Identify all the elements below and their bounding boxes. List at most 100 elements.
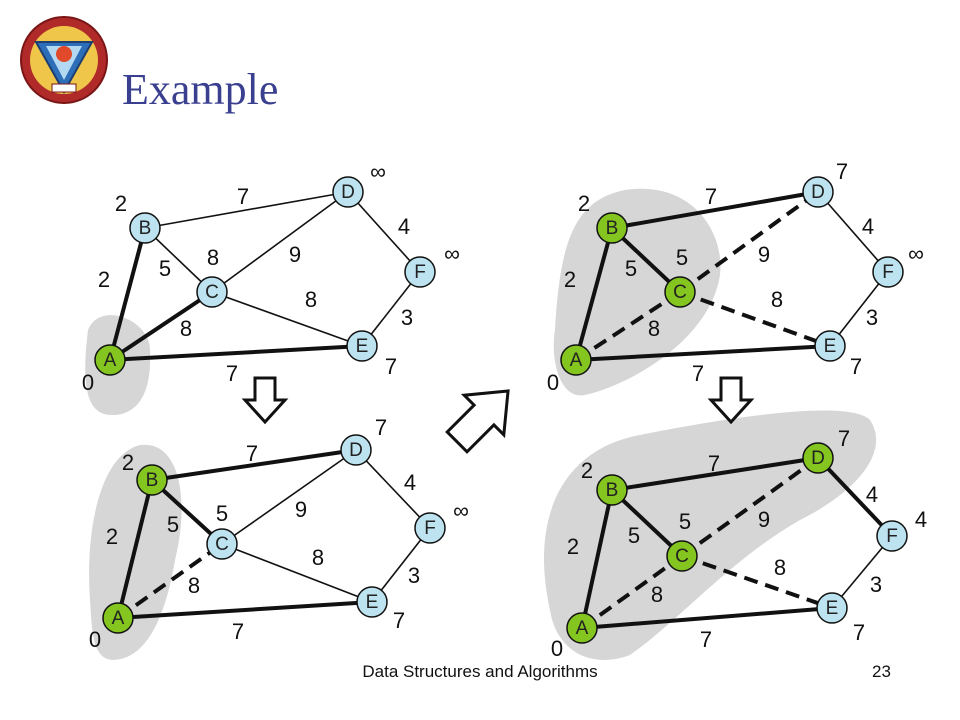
edge-weight-bc: 5: [159, 256, 171, 281]
node-d: D: [340, 434, 372, 466]
node-label: B: [606, 218, 619, 239]
edge-weight-ac: 8: [180, 316, 192, 341]
node-label: B: [606, 480, 619, 501]
edge-b-c: [150, 478, 224, 546]
node-a: A: [566, 612, 598, 644]
node-label: A: [104, 350, 117, 371]
node-label: A: [576, 618, 589, 639]
distance-a: 0: [82, 370, 94, 395]
node-label: E: [366, 592, 379, 613]
edge-b-d: [144, 191, 349, 229]
distance-a: 0: [89, 627, 101, 652]
edge-weight-ef: 3: [866, 305, 878, 330]
edge-b-d: [611, 456, 819, 492]
edge-b-c: [610, 488, 684, 558]
edge-weight-ce: 8: [771, 287, 783, 312]
distance-c: 5: [216, 501, 228, 526]
edge-weight-ab: 2: [567, 534, 579, 559]
edge-a-b: [580, 489, 614, 629]
down-arrow-icon: [241, 376, 289, 425]
footer-text: Data Structures and Algorithms: [362, 662, 598, 681]
distance-b: 2: [115, 191, 127, 216]
distance-b: 2: [578, 191, 590, 216]
distance-b: 2: [581, 458, 593, 483]
selected-region: [553, 188, 721, 396]
node-c: C: [206, 528, 238, 560]
edge-weight-bd: 7: [246, 441, 258, 466]
distance-e: 7: [393, 608, 405, 633]
node-a: A: [560, 344, 592, 376]
distance-a: 0: [551, 636, 563, 661]
node-c: C: [666, 540, 698, 572]
node-label: A: [112, 608, 125, 629]
distance-e: 7: [853, 620, 865, 645]
node-label: C: [205, 282, 219, 303]
node-c: C: [196, 276, 228, 308]
edge-a-b: [116, 479, 154, 619]
edge-weight-bc: 5: [625, 256, 637, 281]
page-number: 23: [872, 662, 891, 681]
edge-weight-cd: 9: [289, 242, 301, 267]
down-arrow-icon: [707, 376, 755, 425]
distance-f: ∞: [444, 241, 460, 266]
distance-f: ∞: [453, 498, 469, 523]
edge-weight-cd: 9: [758, 242, 770, 267]
distance-b: 2: [122, 450, 134, 475]
distance-a: 0: [547, 370, 559, 395]
node-f: F: [876, 520, 908, 552]
edge-weight-df: 4: [862, 214, 874, 239]
edge-weight-bc: 5: [167, 512, 179, 537]
edge-a-e: [575, 344, 831, 362]
node-label: C: [673, 282, 687, 303]
edge-b-d: [611, 190, 819, 230]
node-b: B: [129, 212, 161, 244]
slide-title: Example: [122, 65, 279, 114]
edge-d-f: [817, 191, 889, 273]
edge-c-e: [211, 291, 363, 347]
edge-d-f: [816, 456, 894, 538]
node-b: B: [596, 212, 628, 244]
node-label: F: [424, 518, 436, 539]
edge-weight-ce: 8: [305, 287, 317, 312]
edge-b-d: [151, 448, 357, 482]
node-a: A: [102, 602, 134, 634]
edge-a-e: [581, 606, 833, 630]
edge-c-e: [221, 543, 373, 603]
edge-weight-ae: 7: [700, 627, 712, 652]
edge-a-b: [108, 227, 147, 361]
node-label: E: [824, 336, 837, 357]
edge-a-b: [574, 227, 614, 361]
edge-weight-ac: 8: [648, 316, 660, 341]
node-label: B: [139, 218, 152, 239]
edge-weight-cd: 9: [295, 497, 307, 522]
distance-e: 7: [850, 354, 862, 379]
node-label: E: [826, 598, 839, 619]
node-label: C: [675, 546, 689, 567]
node-f: F: [404, 256, 436, 288]
node-a: A: [94, 344, 126, 376]
edge-c-d: [680, 456, 820, 558]
edge-weight-ce: 8: [774, 555, 786, 580]
university-logo: [20, 16, 108, 104]
distance-d: 7: [375, 415, 387, 440]
node-e: E: [814, 330, 846, 362]
distance-d: 7: [836, 159, 848, 184]
edge-d-f: [355, 449, 431, 529]
node-d: D: [802, 176, 834, 208]
distance-e: 7: [385, 354, 397, 379]
edge-weight-bd: 7: [708, 451, 720, 476]
node-label: D: [811, 182, 825, 203]
edge-c-d: [221, 449, 357, 545]
node-label: F: [882, 262, 894, 283]
distance-c: 8: [207, 245, 219, 270]
edge-weight-ac: 8: [188, 573, 200, 598]
node-label: C: [215, 534, 229, 555]
edge-weight-bd: 7: [237, 184, 249, 209]
node-label: F: [886, 526, 898, 547]
